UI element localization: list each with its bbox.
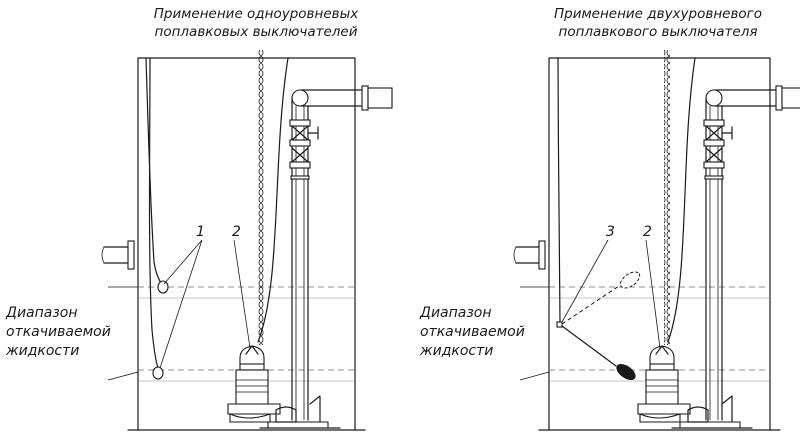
left-sump-walls (137, 57, 356, 431)
left-pump (227, 345, 281, 423)
left-range-line3: жидкости (5, 343, 79, 359)
right-float-cable (557, 57, 561, 323)
right-pump (637, 345, 691, 423)
right-range-line1: Диапазон (419, 305, 492, 321)
right-float-anchor (556, 321, 563, 328)
right-range-line3: жидкости (419, 343, 493, 359)
right-pump-cable (667, 57, 696, 343)
left-pump-cable (257, 57, 289, 343)
right-float-lower (616, 364, 636, 380)
left-title-line1: Применение одноуровневых (154, 6, 360, 22)
left-callout-2: 2 (232, 224, 241, 240)
right-callout-2: 2 (643, 224, 652, 240)
left-float-2 (152, 366, 164, 380)
right-float-upper-position (561, 283, 623, 325)
left-float-cable-1 (145, 57, 164, 287)
right-range-line2: откачиваемой (420, 324, 525, 340)
right-lift-chain (664, 50, 670, 345)
left-float-cable-2 (148, 57, 159, 369)
left-title-line2: поплавковых выключателей (155, 24, 358, 40)
right-title-line2: поплавкового выключателя (559, 24, 758, 40)
right-inlet-pipe (513, 240, 546, 270)
right-sump-walls (548, 57, 771, 431)
left-panel: Применение одноуровневых поплавковых вык… (5, 6, 393, 431)
left-callout-1: 1 (196, 224, 205, 240)
left-inlet-pipe (101, 240, 135, 270)
right-callout-3: 3 (606, 224, 615, 240)
left-float-1 (157, 280, 169, 294)
left-range-line1: Диапазон (5, 305, 78, 321)
right-float-upper (619, 271, 641, 289)
left-lift-chain (258, 50, 264, 345)
right-title-line1: Применение двухуровневого (554, 6, 762, 22)
right-panel: Применение двухуровневого поплавкового в… (419, 6, 800, 431)
left-range-line2: откачиваемой (6, 324, 111, 340)
